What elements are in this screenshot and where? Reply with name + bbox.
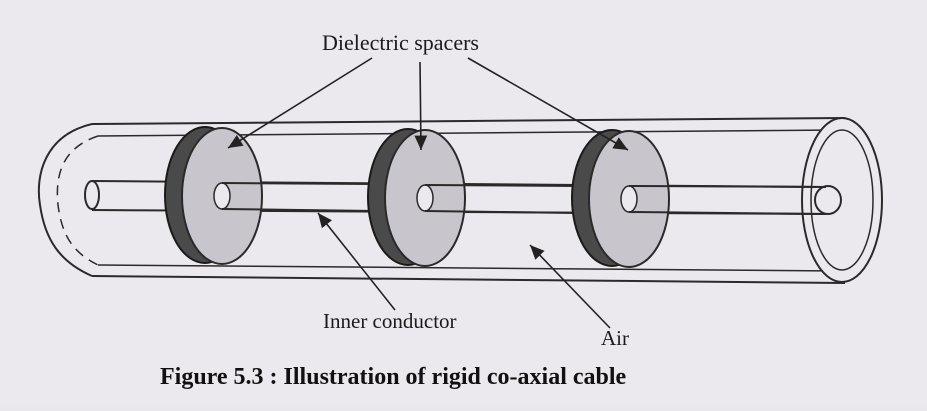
air-arrow — [529, 244, 611, 329]
inner-conductor-arrow — [317, 212, 396, 311]
inner-conductor-label: Inner conductor — [323, 309, 457, 333]
figure-caption: Figure 5.3 : Illustration of rigid co-ax… — [160, 364, 627, 390]
spacer-arrows — [227, 57, 629, 151]
dielectric-spacer — [164, 126, 376, 265]
dielectric-spacers-label: Dielectric spacers — [322, 30, 479, 55]
dielectric-spacer — [571, 129, 827, 268]
air-label: Air — [601, 326, 629, 350]
dielectric-spacer — [367, 128, 579, 267]
